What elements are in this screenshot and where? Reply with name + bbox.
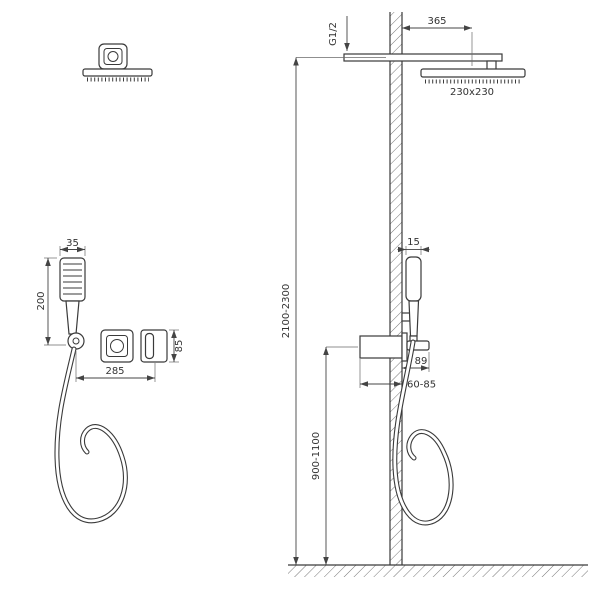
shower-head-plate-front	[82, 68, 153, 77]
dim-label-2100-2300: 2100-2300	[281, 284, 292, 339]
hand-shower-front-view	[59, 257, 86, 350]
dim-label-85: 85	[174, 340, 185, 353]
hand-shower-side-view	[401, 256, 422, 343]
floor-section	[288, 564, 588, 577]
handshower-handle-front	[65, 300, 80, 335]
dimension-2100-2300: 2100-2300	[281, 57, 386, 565]
dimension-15: 15	[397, 237, 430, 255]
arm-head-connector	[486, 60, 497, 71]
shower-head-plate-side	[420, 68, 526, 78]
floor-hatch	[288, 565, 588, 577]
dim-label-89: 89	[415, 356, 428, 367]
dimension-900-1100: 900-1100	[311, 346, 358, 565]
shower-hose-side-inner	[393, 340, 453, 525]
dim-label-15: 15	[407, 237, 420, 248]
handshower-head-side	[405, 256, 422, 302]
hose-front-view	[54, 346, 128, 524]
shower-hose-inner	[55, 347, 127, 523]
dim-label-285: 285	[105, 366, 124, 377]
dim-label-35: 35	[66, 238, 79, 249]
overhead-shower-front-view	[82, 43, 153, 82]
thread-label: G1/2	[328, 22, 339, 46]
dimension-60-85: 60-85	[359, 359, 436, 391]
dimension-365: 365	[402, 16, 473, 66]
bracket-joint-circle	[107, 51, 119, 62]
dimension-285: 285	[75, 351, 156, 382]
handshower-handle-side	[408, 300, 420, 337]
mixer-lever-front	[144, 332, 155, 360]
holder-knob-center	[72, 337, 80, 345]
dimension-200: 200	[36, 257, 66, 346]
handshower-holder-knob	[67, 332, 85, 350]
valve-knob-circle	[110, 339, 124, 353]
handshower-spray-stripes	[63, 263, 82, 295]
thread-callout-g12: G1/2	[328, 16, 350, 51]
mixer-front-view	[100, 329, 168, 363]
dim-label-900-1100: 900-1100	[311, 432, 322, 480]
handshower-wall-bracket	[401, 312, 411, 322]
head-size-label: 230x230	[450, 87, 494, 98]
dim-label-60-85: 60-85	[407, 380, 436, 391]
dim-label-200: 200	[36, 291, 47, 310]
concealed-valve-body	[359, 335, 403, 359]
mixer-trim-side	[401, 332, 408, 362]
valve-trim-plate	[100, 329, 134, 363]
valve-trim-inner	[106, 335, 128, 357]
dimension-35: 35	[59, 238, 86, 256]
bracket-inner-plate	[103, 48, 123, 65]
dim-label-365: 365	[427, 16, 446, 27]
hose-side-view	[392, 339, 454, 526]
overhead-shower-side-view	[343, 53, 526, 84]
ceiling-bracket-icon	[98, 43, 128, 70]
dimension-85: 85	[169, 329, 185, 363]
